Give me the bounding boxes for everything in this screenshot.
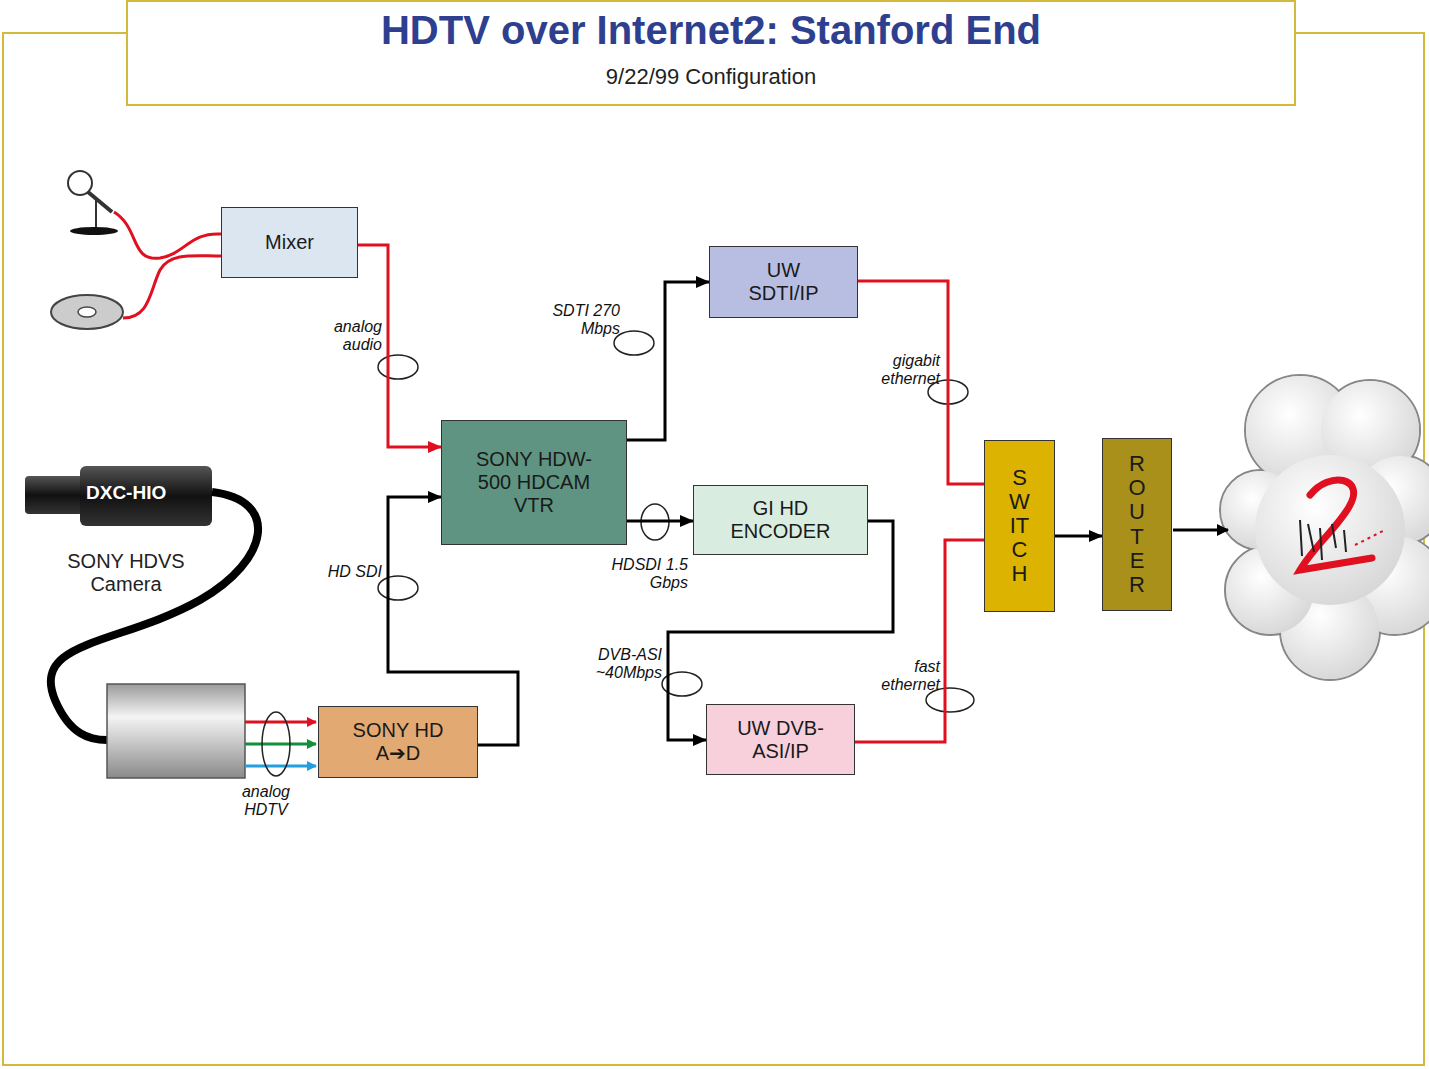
caption-label: SONY HDVS Camera <box>40 550 212 596</box>
signal-line <box>858 281 984 484</box>
link-label: fast ethernet <box>852 658 940 693</box>
link-label: HD SDI <box>312 563 382 581</box>
device-box: UW DVB-ASI/IP <box>706 704 855 775</box>
link-label: SDTI 270 Mbps <box>520 302 620 337</box>
video-link <box>627 282 709 440</box>
box-label: UW DVB-ASI/IP <box>721 717 841 763</box>
network-device-box: SWITCH <box>984 440 1055 612</box>
link-label: gigabit ethernet <box>852 352 940 387</box>
device-box: SONY HDW-500 HDCAM VTR <box>441 420 627 545</box>
link-label: analog audio <box>318 318 382 353</box>
model-label: DXC-HIO <box>86 482 186 504</box>
box-label: SONY HD A➔D <box>348 719 448 765</box>
box-label: UW SDTI/IP <box>734 259 834 305</box>
box-label: SONY HDW-500 HDCAM VTR <box>468 448 600 517</box>
device-box: GI HD ENCODER <box>693 485 868 555</box>
subtitle: 9/22/99 Configuration <box>127 64 1295 89</box>
signal-line <box>855 540 984 742</box>
link-label: DVB-ASI ~40Mbps <box>566 646 662 681</box>
box-label: SWITCH <box>1009 466 1031 587</box>
device-box: UW SDTI/IP <box>709 246 858 318</box>
video-link <box>1055 535 1102 538</box>
device-box: SONY HD A➔D <box>318 706 478 778</box>
box-label: Mixer <box>265 231 314 254</box>
box-label: ROUTER <box>1126 452 1148 597</box>
box-label: GI HD ENCODER <box>711 497 851 543</box>
diagram-title: HDTV over Internet2: Stanford End <box>127 8 1295 53</box>
caption-label: analog HDTV <box>226 783 306 820</box>
network-device-box: ROUTER <box>1102 438 1172 611</box>
link-label: HDSDI 1.5 Gbps <box>596 556 688 591</box>
device-box: Mixer <box>221 207 358 278</box>
video-link <box>627 520 693 523</box>
